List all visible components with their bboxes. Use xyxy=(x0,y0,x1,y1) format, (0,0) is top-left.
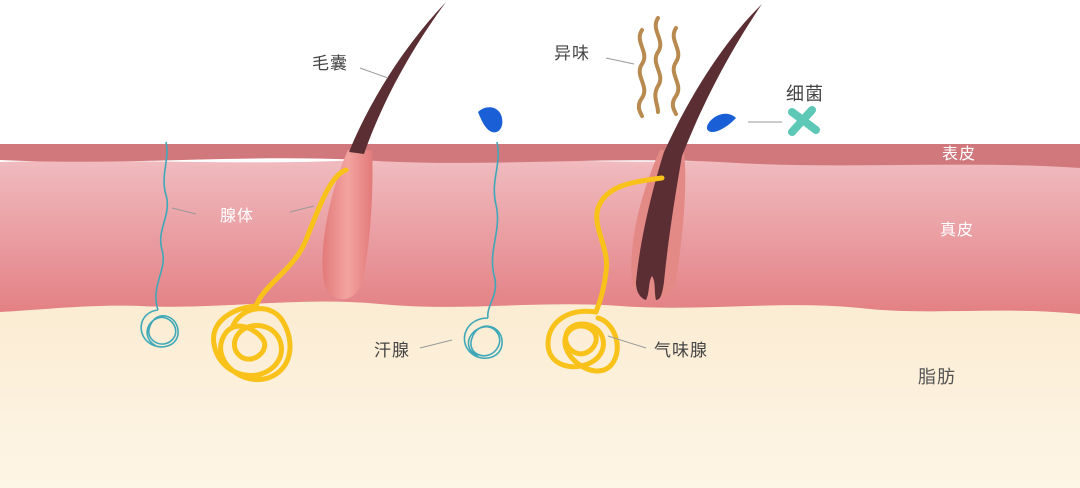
bacteria-icon xyxy=(788,106,820,136)
sweat-gland-left xyxy=(140,141,179,348)
hair-follicle xyxy=(322,150,373,300)
odor-gland-left xyxy=(211,167,349,382)
dermis-layer xyxy=(0,158,1080,314)
sweat-droplet-right xyxy=(706,113,736,132)
leader-lines xyxy=(171,57,782,349)
label-epidermis: 表皮 xyxy=(942,144,977,163)
hair-shaft-right xyxy=(636,4,762,300)
odor-gland-right xyxy=(545,175,665,374)
label-dermis: 真皮 xyxy=(940,220,975,239)
label-odor: 异味 xyxy=(554,44,590,64)
label-odor-gland: 气味腺 xyxy=(654,341,708,361)
fat-layer xyxy=(0,300,1080,488)
odor-waves-icon xyxy=(636,16,681,118)
label-hair-follicle: 毛囊 xyxy=(312,54,348,74)
label-fat: 脂肪 xyxy=(918,367,956,388)
sweat-droplet xyxy=(478,107,503,133)
hair-shaft-left xyxy=(349,2,446,154)
sweat-gland-middle xyxy=(463,141,503,360)
label-gland-body: 腺体 xyxy=(220,206,255,225)
label-bacteria: 细菌 xyxy=(786,84,824,105)
epidermis-layer xyxy=(0,144,1080,168)
label-sweat-gland: 汗腺 xyxy=(374,341,410,361)
